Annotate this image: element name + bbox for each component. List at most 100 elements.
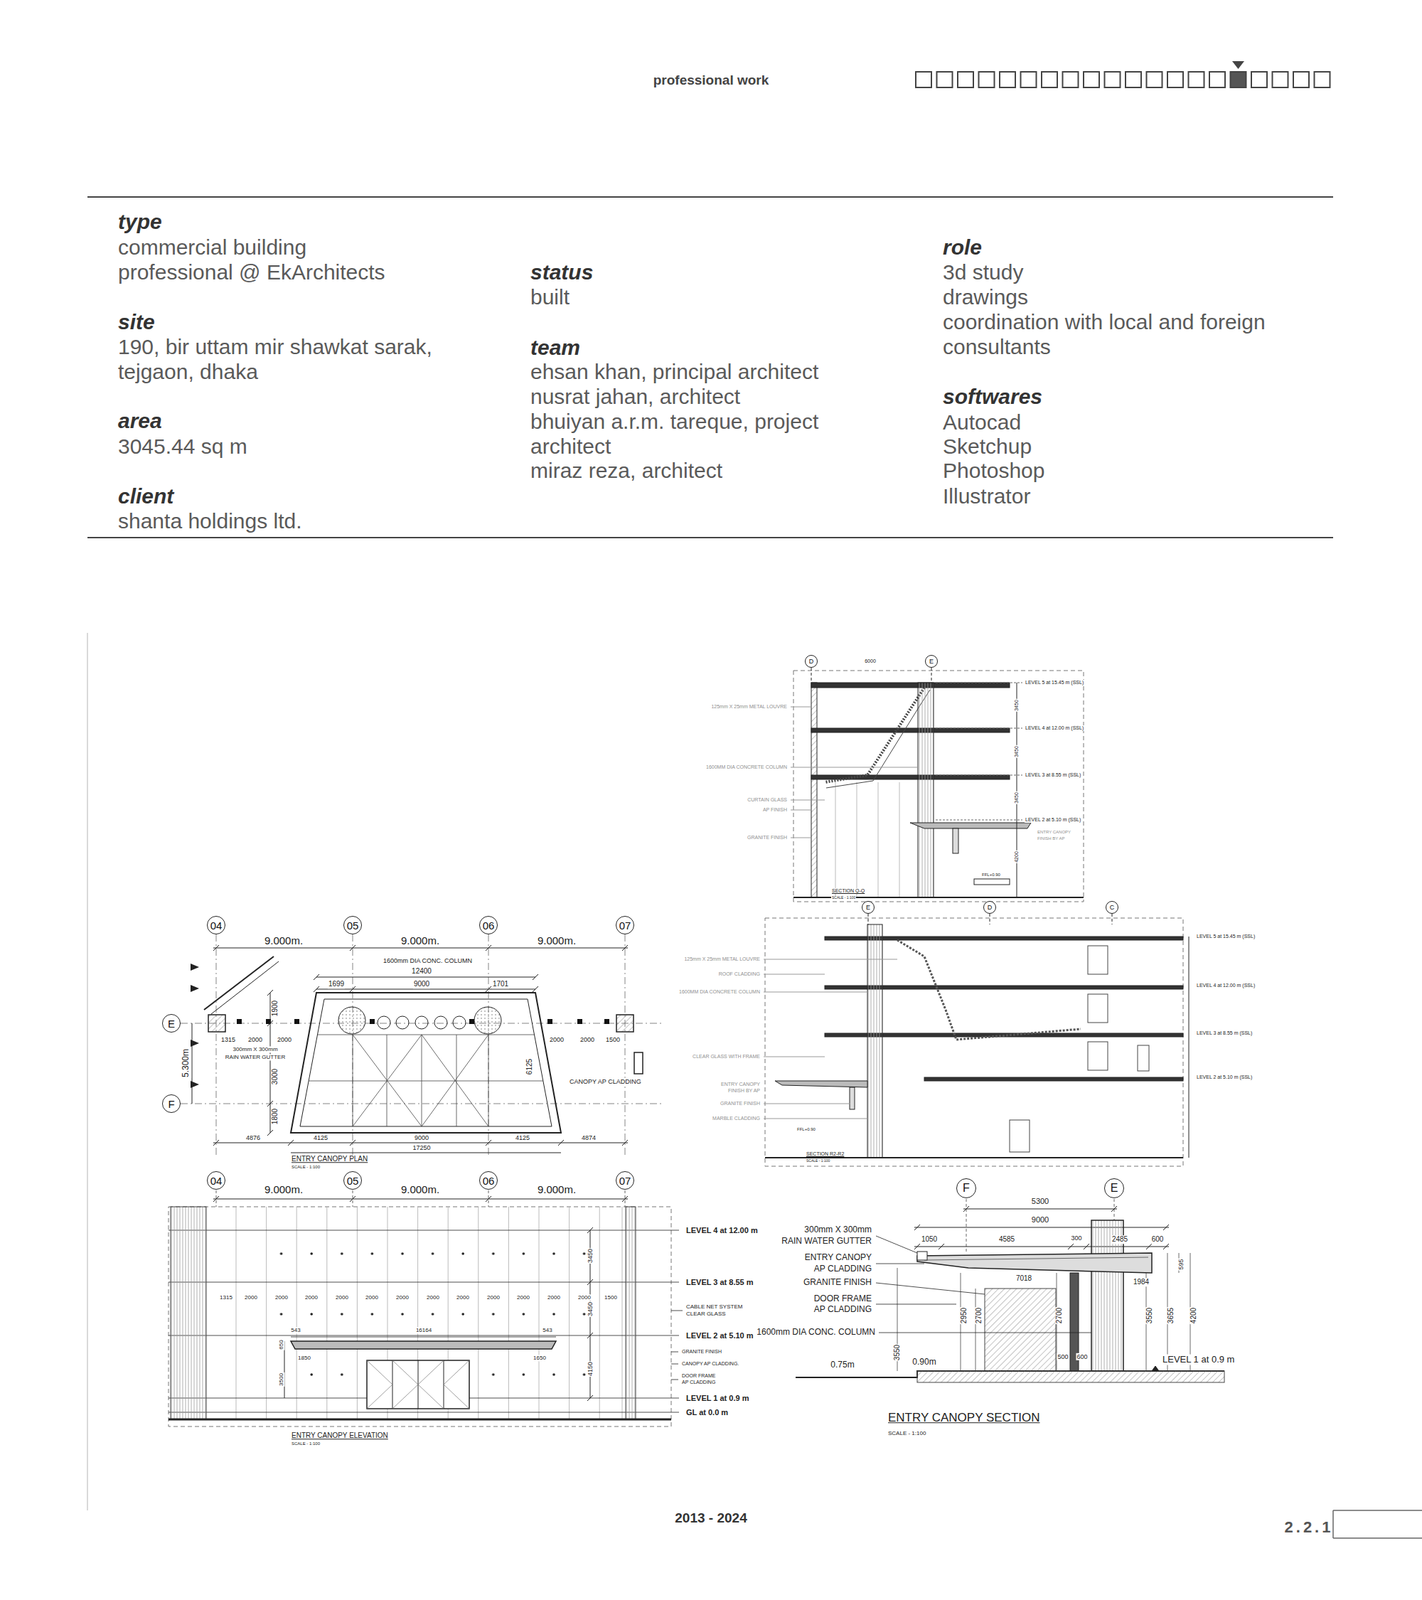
drawing-annotation: LEVEL 4 at 12.00 m (SSL) [1024,725,1085,731]
info-text: ehsan khan, principal architect [530,359,819,384]
drawing-annotation: 1650 [532,1354,547,1361]
drawing-annotation: SECTION Q-Q [831,888,866,894]
drawing-annotation: 9000 [413,1134,430,1142]
info-text: commercial building [118,234,307,260]
drawing-annotation: AP CLADDING [681,1379,716,1386]
drawing-annotation: 3655 [1166,1306,1176,1324]
drawing-annotation: DOOR FRAME [813,1294,873,1304]
drawing-annotation: 2000 [546,1294,561,1301]
drawing-annotation: 3450 [586,1247,594,1264]
grid-label: E [1110,1182,1119,1194]
info-heading: site [118,309,155,335]
drawing-annotation: 4200 [1189,1306,1199,1324]
grid-bubble: 04 [206,1171,226,1190]
drawing-annotation: CLEAR GLASS [685,1310,727,1317]
grid-label: 06 [482,1175,495,1186]
drawing-annotation: 1600MM DIA CONCRETE COLUMN [705,764,788,771]
drawing-annotation: 3450 [1013,745,1020,758]
drawing-annotation: CANOPY AP CLADDING. [681,1360,740,1367]
drawing-annotation: FFL+0.90 [796,1126,817,1132]
info-heading: team [530,334,581,360]
info-text: 3045.44 sq m [118,433,248,459]
info-heading: client [118,483,174,509]
drawing-annotation: 1600mm DIA CONC. COLUMN [755,1327,876,1338]
grid-bubble: 05 [343,915,362,935]
grid-label: D [809,658,815,665]
page-number: 2.2.1 [1284,1517,1334,1536]
drawing-annotation: 125mm X 25mm METAL LOUVRE [710,703,788,710]
info-text: bhuiyan a.r.m. tareque, project architec… [530,408,851,459]
drawing-annotation: SCALE - 1:100 [831,895,857,901]
drawing-annotation: SCALE - 1:100 [290,1441,321,1447]
drawing-annotation: 6000 [863,658,877,665]
drawing-annotation: 3500 [278,1372,285,1387]
grid-bubble: D [804,654,818,668]
header-label: professional work [653,72,770,89]
drawing-annotation: SCALE - 1:100 [290,1164,321,1170]
drawing-annotation: 300mm X 300mm [803,1225,873,1236]
drawing-annotation: ENTRY CANOPY [804,1252,873,1263]
drawing-annotation: 2000 [364,1294,379,1301]
drawing-annotation: 9.000m. [400,934,441,947]
drawing-annotation: 0.75m [829,1360,855,1371]
grid-label: E [865,904,871,911]
drawing-annotation: MARBLE CLADDING [711,1115,761,1122]
drawing-annotation: 9.000m. [263,934,304,947]
drawing-annotation: ENTRY CANOPY SECTION [887,1410,1041,1425]
drawing-annotation: RAIN WATER GUTTER [224,1053,286,1061]
grid-bubble: C [1105,900,1119,914]
grid-label: 07 [619,920,632,931]
drawing-annotation: 4150 [586,1360,594,1377]
drawing-annotation: 2000 [577,1294,592,1301]
drawing-annotation: 2000 [274,1294,289,1301]
drawing-annotation: RAIN WATER GUTTER [780,1236,873,1247]
drawing-annotation: 9000 [413,979,431,989]
drawing-annotation: AP FINISH [762,806,788,813]
drawing-annotation: CURTAIN GLASS [746,797,788,803]
drawing-annotation: 1600MM DIA CONCRETE COLUMN [678,989,761,995]
drawing-annotation: 2000 [425,1294,441,1301]
drawing-annotation: LEVEL 2 at 5.10 m (SSL) [1195,1074,1253,1081]
drawing-annotation: LEVEL 2 at 5.10 m (SSL) [1024,816,1082,823]
grid-bubble: 07 [615,915,635,935]
grid-label: 05 [346,920,360,931]
drawing-annotation: 2000 [304,1294,319,1301]
drawing-annotation: 6125 [525,1057,534,1076]
info-text: built [530,284,570,310]
drawing-annotation: 1699 [327,979,345,989]
drawing-annotation: CABLE NET SYSTEM [685,1303,743,1310]
drawing-annotation: LEVEL 5 at 15.45 m (SSL) [1024,679,1085,686]
drawing-annotation: 12400 [410,966,433,976]
drawing-annotation: 1900 [270,999,280,1017]
drawing-annotation: AP CLADDING [813,1304,873,1315]
drawing-annotation: CANOPY AP CLADDING [568,1077,643,1085]
drawing-annotation: 1315 [218,1294,234,1301]
grid-label: 07 [619,1175,632,1186]
grid-bubble: E [1104,1178,1125,1199]
drawing-annotation: 5300 [1030,1196,1050,1206]
drawing-annotation: 2700 [974,1306,984,1324]
drawing-annotation: 600 [1075,1353,1088,1361]
drawing-annotation: LEVEL 5 at 15.45 m (SSL) [1195,933,1256,940]
drawing-annotation: LEVEL 1 at 0.9 m [685,1393,750,1403]
info-text: coordination with local and foreign cons… [942,309,1327,360]
drawing-annotation: LEVEL 3 at 8.55 m (SSL) [1195,1030,1253,1036]
drawing-annotation: SCALE - 1:100 [887,1429,927,1437]
drawing-annotation: FFL+0.90 [981,872,1002,878]
drawing-annotation: GRANITE FINISH [719,1100,761,1107]
drawing-annotation: 4874 [580,1134,597,1142]
drawing-annotation: 2000 [243,1294,259,1301]
drawing-annotation: SECTION R2-R2 [805,1151,845,1157]
drawing-annotation: 2000 [548,1035,565,1044]
grid-bubble: 07 [615,1171,635,1190]
info-text: Illustrator [942,483,1031,509]
drawing-annotation: 595 [1177,1257,1185,1270]
drawing-annotation: 3550 [1145,1306,1154,1324]
drawing-annotation: LEVEL 1 at 0.9 m [1161,1354,1236,1366]
drawing-annotation: 1315 [220,1035,237,1044]
drawing-annotation: 300mm X 300mm [231,1045,279,1053]
drawing-annotation: GRANITE FINISH [746,834,788,841]
drawing-annotation: 4125 [312,1134,329,1142]
drawing-annotation: 16164 [415,1326,433,1334]
